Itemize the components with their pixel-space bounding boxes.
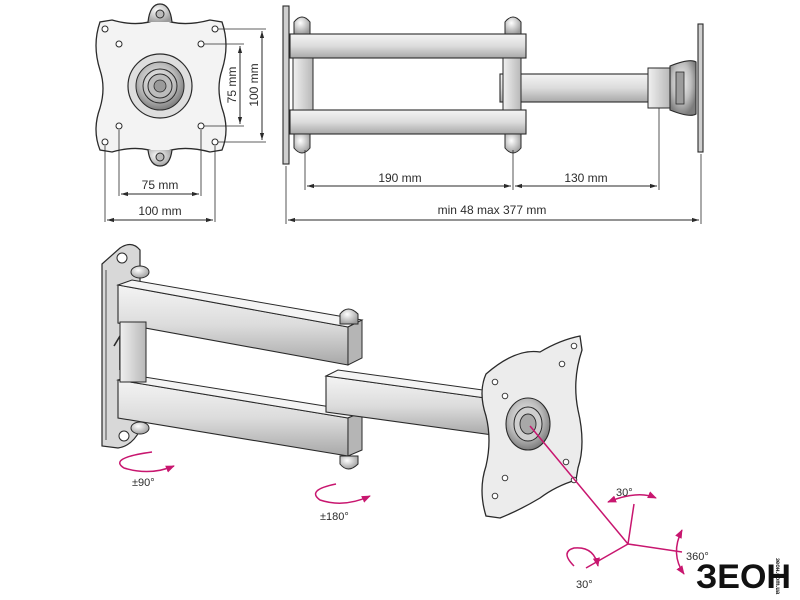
arm-isometric-view: ±90° ±180° 30° 30° 360° bbox=[101, 243, 709, 591]
label-tilt-bottom: 30° bbox=[576, 579, 593, 591]
label-elbow-swivel: ±180° bbox=[320, 511, 349, 523]
dim-label-total: min 48 max 377 mm bbox=[438, 203, 547, 217]
vesa-holes bbox=[101, 25, 219, 146]
arm-side-view: 190 mm 130 mm min 48 max 377 mm bbox=[282, 5, 704, 224]
rotate-elbow-arrow-icon bbox=[314, 483, 371, 504]
brand-logo-text: ЗЕОН bbox=[696, 558, 791, 596]
dim-label-75-vertical: 75 mm bbox=[225, 67, 239, 104]
dim-label-75-horizontal: 75 mm bbox=[142, 178, 179, 192]
dim-label-190: 190 mm bbox=[378, 171, 421, 185]
tilt-top-arrow-icon bbox=[607, 491, 657, 503]
brand-logo-side-text: зеон.com.ua bbox=[774, 558, 780, 595]
label-plate-rotation: 360° bbox=[686, 551, 709, 563]
brand-logo: ЗЕОН зеон.com.ua bbox=[696, 558, 791, 596]
vesa-plate-front-view: 75 mm 100 mm 75 mm 100 mm bbox=[95, 3, 266, 223]
rotate-wall-arrow-icon bbox=[119, 451, 175, 473]
wall-plate-side bbox=[282, 5, 290, 165]
vesa-plate-side bbox=[697, 23, 704, 153]
label-wall-swivel: ±90° bbox=[132, 477, 155, 489]
tilt-axis bbox=[529, 425, 629, 545]
tilt-bottom-arrow-icon bbox=[566, 547, 600, 567]
dim-label-100-vertical: 100 mm bbox=[247, 63, 261, 106]
rotate-360-arrow-icon bbox=[675, 529, 685, 575]
label-tilt-top: 30° bbox=[616, 487, 633, 499]
dim-label-130: 130 mm bbox=[564, 171, 607, 185]
dim-label-100-horizontal: 100 mm bbox=[138, 204, 181, 218]
